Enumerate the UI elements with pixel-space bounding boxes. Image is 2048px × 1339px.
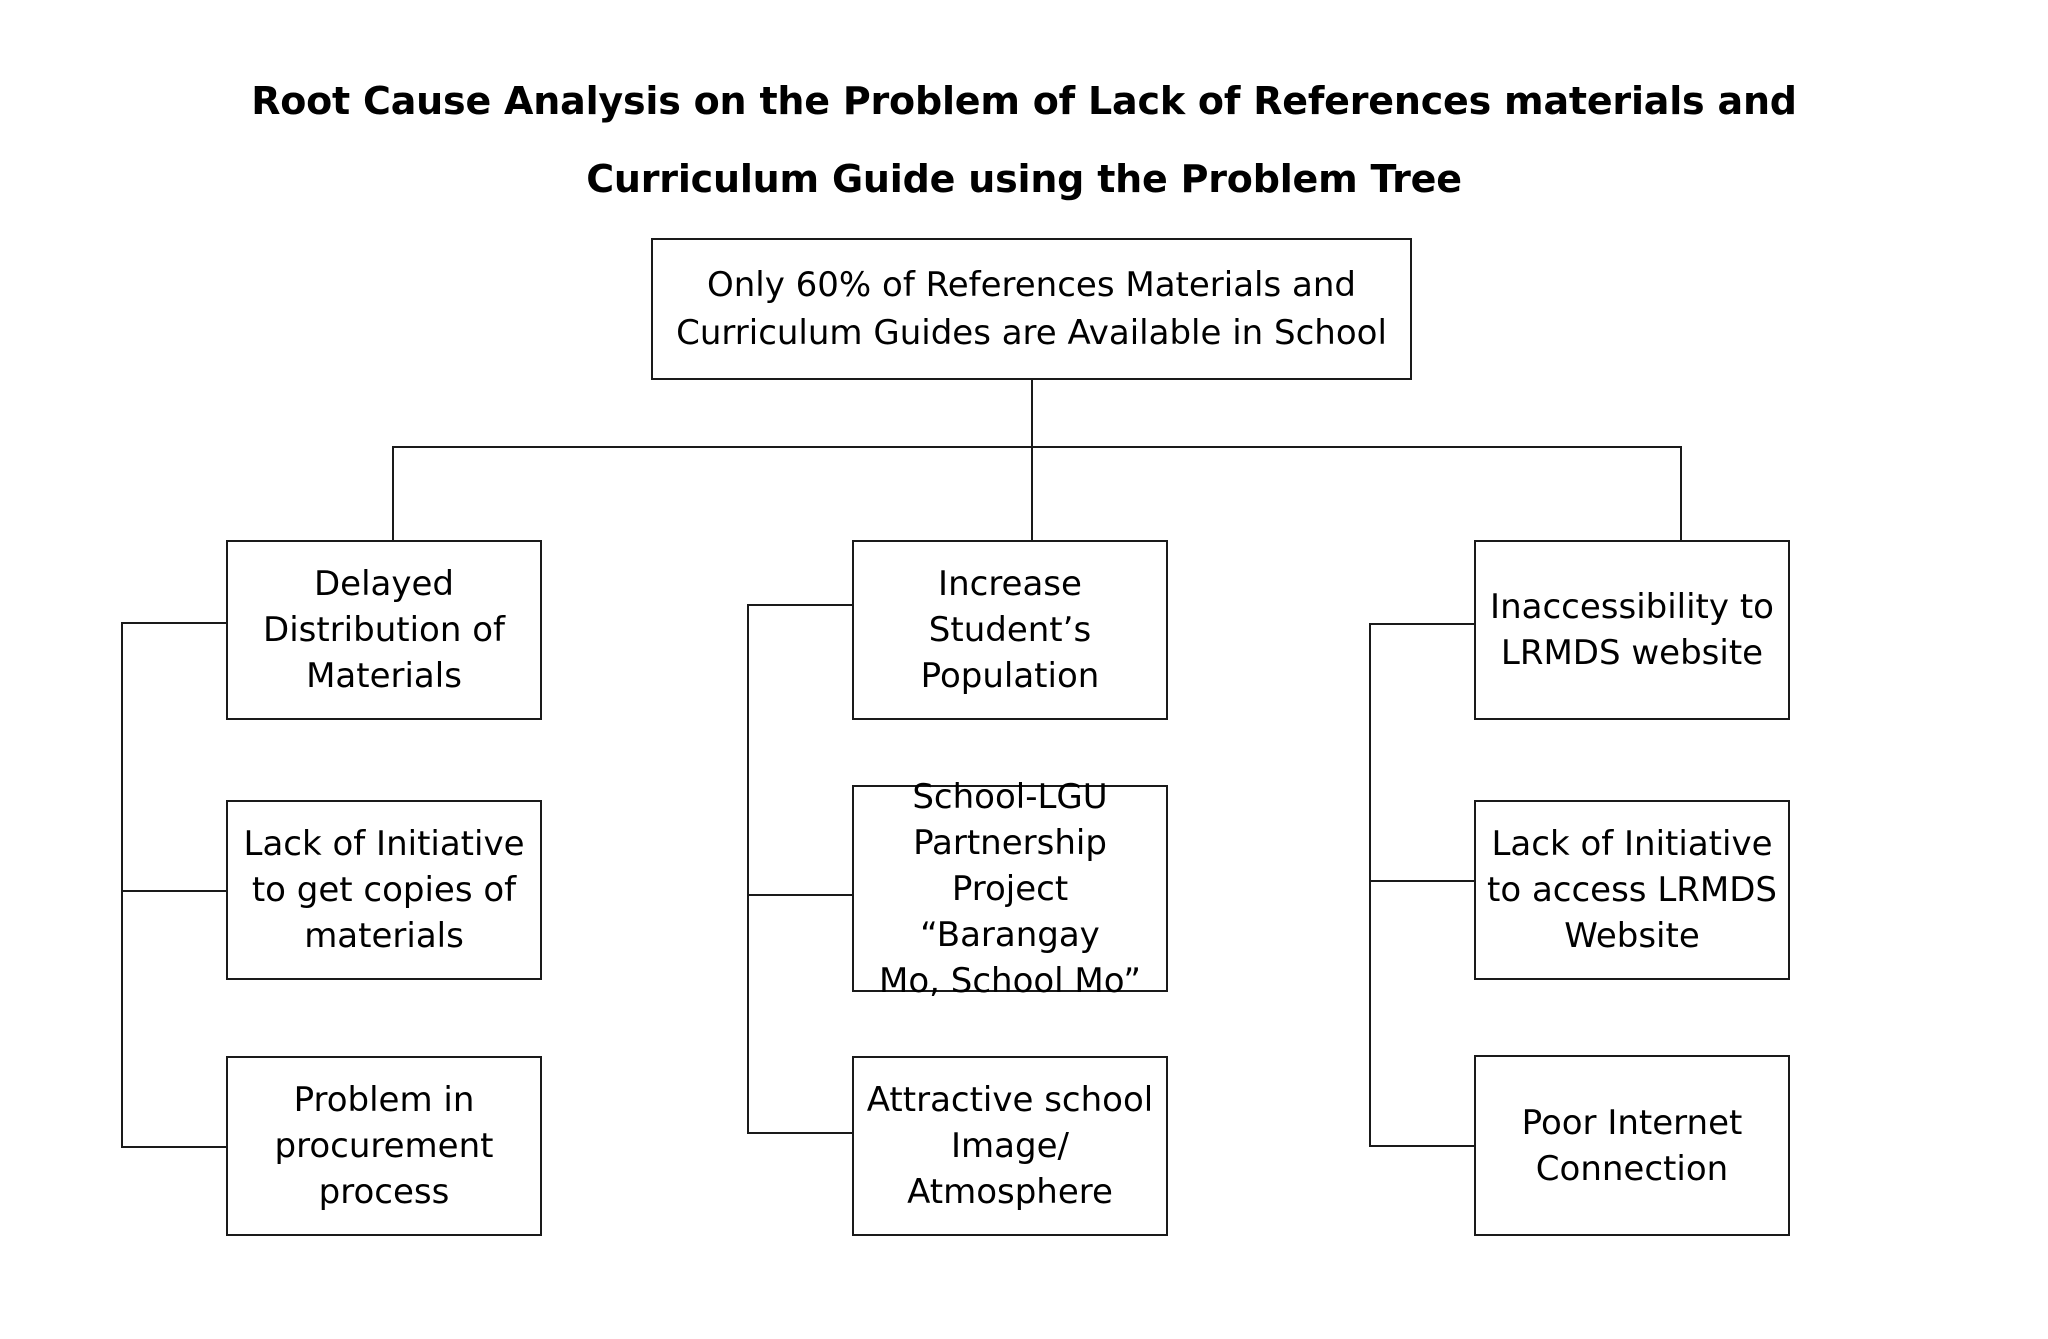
- cause-label-lack-initiative-copies: Lack of Initiative to get copies of mate…: [243, 824, 525, 956]
- middle-branch-stub-3: [747, 1132, 854, 1134]
- cause-label-inaccessibility-lrmds: Inaccessibility to LRMDS website: [1490, 587, 1774, 673]
- cause-label-attractive-school-image: Attractive school Image/ Atmosphere: [866, 1080, 1154, 1212]
- cause-box-delayed-distribution: Delayed Distribution of Materials: [226, 540, 542, 720]
- middle-branch-spine: [747, 604, 749, 1132]
- cause-box-poor-internet: Poor Internet Connection: [1474, 1055, 1790, 1236]
- branch-drop-right: [1680, 446, 1682, 540]
- right-branch-stub-1: [1369, 623, 1476, 625]
- cause-label-increase-student-population: Increase Student’s Population: [920, 564, 1100, 696]
- distribution-horizontal-connector: [392, 446, 1680, 448]
- root-problem-box: Only 60% of References Materials and Cur…: [651, 238, 1412, 380]
- cause-label-problem-procurement: Problem in procurement process: [274, 1080, 494, 1212]
- left-branch-stub-3: [121, 1146, 228, 1148]
- cause-label-delayed-distribution: Delayed Distribution of Materials: [263, 564, 505, 696]
- trunk-vertical-connector: [1031, 380, 1033, 446]
- cause-box-lack-initiative-lrmds: Lack of Initiative to access LRMDS Websi…: [1474, 800, 1790, 980]
- branch-drop-middle: [1031, 446, 1033, 540]
- cause-box-problem-procurement: Problem in procurement process: [226, 1056, 542, 1236]
- cause-box-school-lgu-partnership: School-LGU Partnership Project “Barangay…: [852, 777, 1168, 1001]
- left-branch-spine: [121, 622, 123, 1146]
- cause-label-school-lgu-partnership: School-LGU Partnership Project “Barangay…: [879, 776, 1141, 1001]
- cause-box-increase-student-population: Increase Student’s Population: [852, 540, 1168, 720]
- left-branch-stub-1: [121, 622, 228, 624]
- page-title-line-1: Root Cause Analysis on the Problem of La…: [251, 79, 1797, 123]
- root-problem-label: Only 60% of References Materials and Cur…: [676, 265, 1387, 353]
- right-branch-spine: [1369, 623, 1371, 1145]
- left-branch-stub-2: [121, 890, 228, 892]
- cause-label-poor-internet: Poor Internet Connection: [1521, 1102, 1743, 1189]
- right-branch-stub-2: [1369, 880, 1476, 882]
- page-title: Root Cause Analysis on the Problem of La…: [0, 62, 2048, 218]
- cause-box-inaccessibility-lrmds: Inaccessibility to LRMDS website: [1474, 540, 1790, 720]
- middle-branch-stub-2: [747, 894, 854, 896]
- middle-branch-stub-1: [747, 604, 854, 606]
- right-branch-stub-3: [1369, 1145, 1476, 1147]
- cause-box-attractive-school-image: Attractive school Image/ Atmosphere: [852, 1056, 1168, 1236]
- cause-box-lack-initiative-copies: Lack of Initiative to get copies of mate…: [226, 800, 542, 980]
- page-title-line-2: Curriculum Guide using the Problem Tree: [586, 157, 1462, 201]
- branch-drop-left: [392, 446, 394, 540]
- cause-label-lack-initiative-lrmds: Lack of Initiative to access LRMDS Websi…: [1487, 824, 1777, 956]
